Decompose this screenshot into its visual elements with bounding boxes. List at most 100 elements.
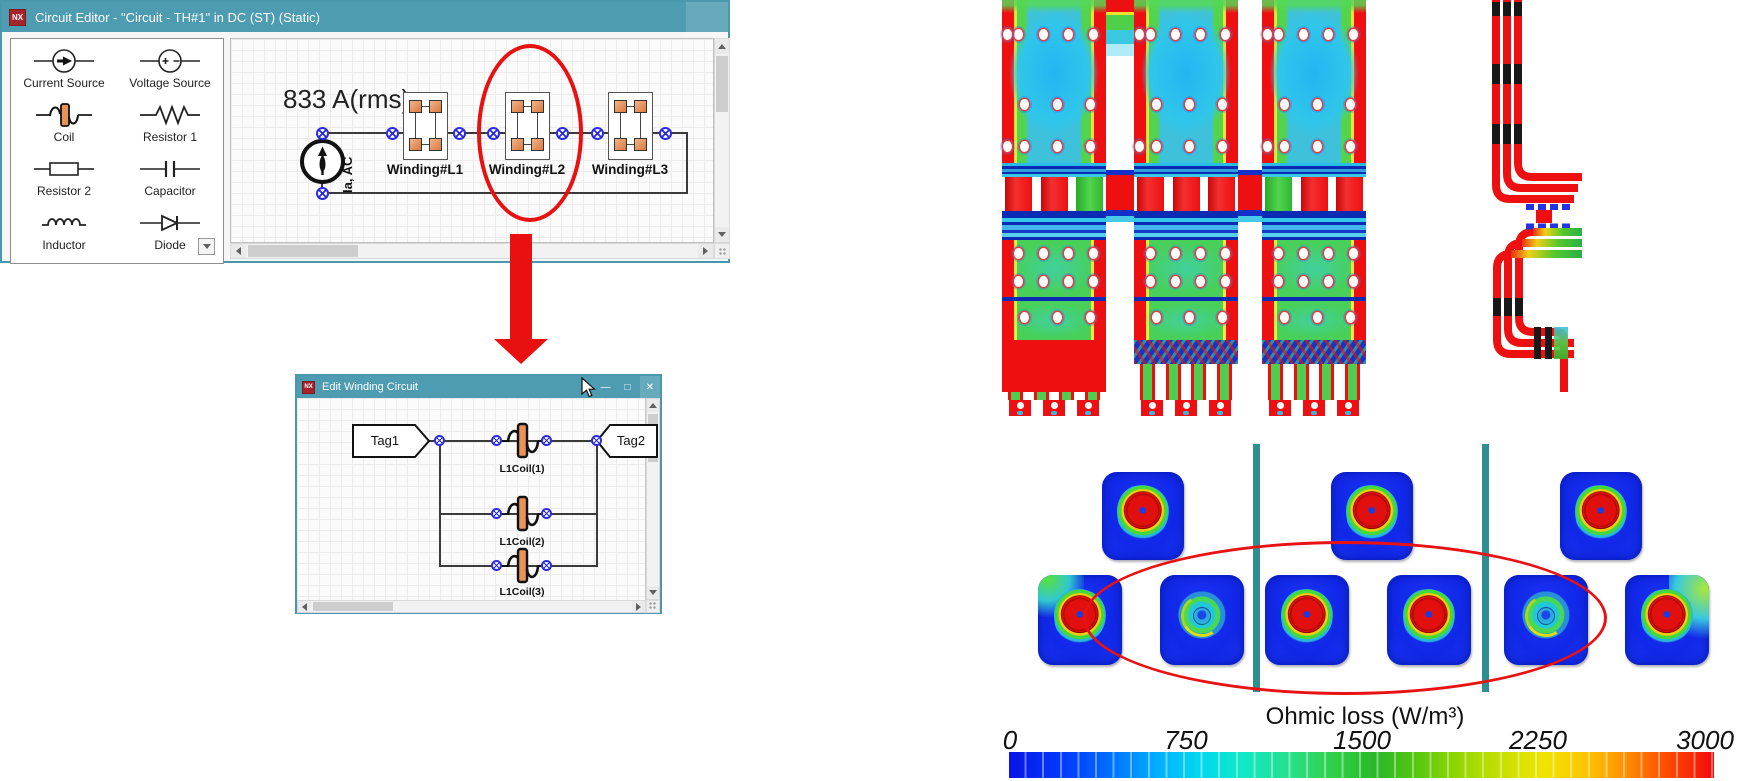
scroll-left-button[interactable] <box>231 244 246 258</box>
busbar-loss-map-column-2 <box>1134 0 1238 416</box>
close-button[interactable]: ✕ <box>640 376 660 398</box>
edit-canvas[interactable] <box>297 398 646 600</box>
loss-tile-top-1 <box>1102 472 1184 560</box>
arrow-left-icon <box>302 602 307 611</box>
resistor-box-icon <box>34 162 94 176</box>
hscroll-thumb[interactable] <box>248 245 358 257</box>
scroll-right-button[interactable] <box>632 601 645 612</box>
scroll-down-button[interactable] <box>647 586 659 599</box>
nx-logo-icon: NX <box>302 380 315 394</box>
scroll-up-button[interactable] <box>647 399 659 412</box>
connection-node <box>541 508 552 519</box>
loss-tile-bottom-6 <box>1625 575 1709 665</box>
minimize-button[interactable]: — <box>600 381 611 393</box>
scroll-left-button[interactable] <box>298 601 311 612</box>
scroll-right-button[interactable] <box>698 244 713 258</box>
voltage-source-icon <box>140 49 200 73</box>
canvas-vscrollbar[interactable] <box>714 38 730 243</box>
palette-item-current-source[interactable]: Current Source <box>11 47 117 101</box>
red-arrow-shaft <box>510 234 532 340</box>
nx-logo-icon: NX <box>9 8 26 26</box>
component-palette: Current Source Voltage Source <box>10 38 224 264</box>
scroll-up-button[interactable] <box>715 39 729 54</box>
palette-scroll-down-button[interactable] <box>198 238 215 255</box>
palette-item-resistor-2[interactable]: Resistor 2 <box>11 155 117 209</box>
connection-node <box>434 435 445 446</box>
circuit-editor-title: Circuit Editor - "Circuit - TH#1" in DC … <box>35 9 320 25</box>
busbar-loss-map-column-1 <box>1002 0 1106 416</box>
palette-item-inductor[interactable]: Inductor <box>11 209 117 263</box>
connection-node <box>541 560 552 571</box>
winding-block-l3[interactable] <box>608 92 653 160</box>
arrow-up-icon <box>649 403 657 408</box>
palette-item-coil[interactable]: Coil <box>11 101 117 155</box>
winding-label-l1: Winding#L1 <box>386 162 464 177</box>
colorbar-tick-750: 750 <box>1164 725 1208 755</box>
current-source-icon <box>34 49 94 73</box>
rail-right <box>596 440 598 567</box>
palette-item-label: Coil <box>53 130 75 144</box>
wire-right <box>686 132 688 194</box>
busbar-bridge <box>1106 0 1134 56</box>
colorbar-tick-0: 0 <box>1002 725 1018 755</box>
arrow-left-icon <box>236 247 241 255</box>
connection-node <box>316 187 329 200</box>
tag1-label: Tag1 <box>371 433 399 448</box>
palette-item-capacitor[interactable]: Capacitor <box>117 155 223 209</box>
palette-item-resistor-1[interactable]: Resistor 1 <box>117 101 223 155</box>
winding-block-l1[interactable] <box>403 92 448 160</box>
canvas-hscrollbar[interactable] <box>230 243 714 259</box>
connection-node <box>386 127 399 140</box>
edit-hscrollbar[interactable] <box>297 600 646 613</box>
coil-symbol-3[interactable] <box>494 544 550 588</box>
branch1-wire <box>429 440 597 442</box>
red-arrow-head <box>494 339 548 364</box>
connection-node <box>491 435 502 446</box>
connection-node <box>659 127 672 140</box>
resize-grip[interactable] <box>714 243 730 259</box>
winding-ring <box>415 106 436 145</box>
palette-item-label: Current Source <box>23 76 105 90</box>
colorbar-tick-1500: 1500 <box>1333 725 1391 755</box>
connection-node <box>491 508 502 519</box>
connection-node <box>453 127 466 140</box>
edit-winding-titlebar[interactable]: NX Edit Winding Circuit <box>297 376 660 398</box>
arrow-down-icon <box>649 590 657 595</box>
circuit-editor-titlebar[interactable]: NX Circuit Editor - "Circuit - TH#1" in … <box>2 2 728 32</box>
connection-node <box>491 560 502 571</box>
tag1-flag[interactable]: Tag1 <box>352 424 432 458</box>
edit-winding-title: Edit Winding Circuit <box>322 381 418 393</box>
connection-node <box>541 435 552 446</box>
busbar-route-loss-map <box>1492 0 1582 392</box>
palette-item-label: Inductor <box>42 238 86 252</box>
coil-label-1: L1Coil(1) <box>499 463 545 475</box>
coil-symbol-1[interactable] <box>494 419 550 463</box>
connection-node <box>591 127 604 140</box>
scroll-down-button[interactable] <box>715 227 729 242</box>
rail-left <box>439 440 441 567</box>
maximize-button[interactable]: □ <box>624 381 631 393</box>
current-annotation: 833 A(rms) <box>283 84 411 114</box>
current-source-arrow-icon <box>318 146 327 175</box>
busbar-bolt-section <box>1002 240 1106 297</box>
diode-icon <box>140 214 200 232</box>
edit-winding-window: NX Edit Winding Circuit — □ ✕ <box>295 374 662 614</box>
arrow-right-icon <box>636 602 641 611</box>
palette-item-label: Capacitor <box>144 184 196 198</box>
vscroll-thumb[interactable] <box>716 56 728 112</box>
palette-item-voltage-source[interactable]: Voltage Source <box>117 47 223 101</box>
highlight-ellipse-winding-l2 <box>477 44 583 222</box>
busbar-top-slab <box>1002 0 1106 163</box>
resize-grip[interactable] <box>646 600 660 613</box>
source-value-label: Ia, AC <box>340 156 355 193</box>
tag2-label: Tag2 <box>617 433 645 448</box>
hscroll-thumb[interactable] <box>313 602 393 611</box>
tag2-flag[interactable]: Tag2 <box>595 424 659 458</box>
palette-item-label: Resistor 1 <box>142 130 198 144</box>
arrow-up-icon <box>718 44 726 49</box>
palette-item-diode[interactable]: Diode <box>117 209 223 263</box>
capacitor-icon <box>140 161 200 177</box>
palette-item-label: Diode <box>154 238 186 252</box>
arrow-right-icon <box>703 247 708 255</box>
